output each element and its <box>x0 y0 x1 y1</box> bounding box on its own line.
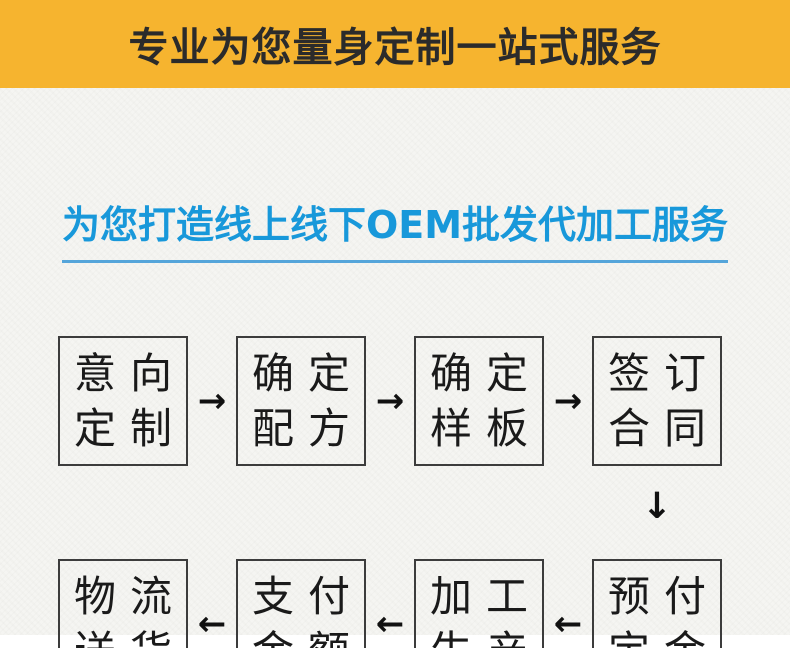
arrow-down-icon: ↓ <box>641 486 673 527</box>
step-label-line: 合同 <box>608 404 721 453</box>
flow-row-2: 物流 送货 ← 支付 金额 ← 加工 生产 ← 预付 定金 <box>58 559 722 648</box>
step-label-line: 加工 <box>430 572 543 621</box>
step-label-line: 生产 <box>416 624 542 648</box>
flow-step-sign-contract: 签订 合同 <box>592 336 722 466</box>
step-label-line: 送货 <box>60 624 186 648</box>
step-label-line: 定制 <box>74 404 187 453</box>
flow-step-advance-deposit: 预付 定金 <box>592 559 722 648</box>
step-label-line: 意向 <box>74 349 187 398</box>
flow-row-1: 意向 定制 → 确定 配方 → 确定 样板 → 签订 合同 <box>58 336 722 466</box>
arrow-right-icon: → <box>197 381 227 421</box>
flow-step-confirm-formula: 确定 配方 <box>236 336 366 466</box>
step-label-line: 确定 <box>430 349 543 398</box>
flow-step-processing-production: 加工 生产 <box>414 559 544 648</box>
step-label-line: 物流 <box>74 572 187 621</box>
step-label-line: 支付 <box>252 572 365 621</box>
top-banner: 专业为您量身定制一站式服务 <box>0 0 790 88</box>
step-label-line: 样板 <box>430 404 543 453</box>
flow-step-confirm-sample: 确定 样板 <box>414 336 544 466</box>
step-label-line: 配方 <box>252 404 365 453</box>
arrow-left-icon: ← <box>197 604 227 644</box>
subtitle-text: 为您打造线上线下OEM批发代加工服务 <box>61 194 729 263</box>
step-label-line: 预付 <box>608 572 721 621</box>
step-label-line: 确定 <box>252 349 365 398</box>
arrow-left-icon: ← <box>553 604 583 644</box>
step-label-line: 签订 <box>608 349 721 398</box>
banner-title: 专业为您量身定制一站式服务 <box>128 25 662 71</box>
step-label-line: 金额 <box>238 624 364 648</box>
arrow-right-icon: → <box>553 381 583 421</box>
flow-step-logistics-delivery: 物流 送货 <box>58 559 188 648</box>
flow-step-pay-amount: 支付 金额 <box>236 559 366 648</box>
arrow-right-icon: → <box>375 381 405 421</box>
flow-step-intent-customization: 意向 定制 <box>58 336 188 466</box>
textured-background: 为您打造线上线下OEM批发代加工服务 意向 定制 → 确定 配方 → 确定 样板… <box>0 88 790 648</box>
step-label-line: 定金 <box>594 624 720 648</box>
subtitle-row: 为您打造线上线下OEM批发代加工服务 <box>0 194 790 263</box>
arrow-left-icon: ← <box>375 604 405 644</box>
